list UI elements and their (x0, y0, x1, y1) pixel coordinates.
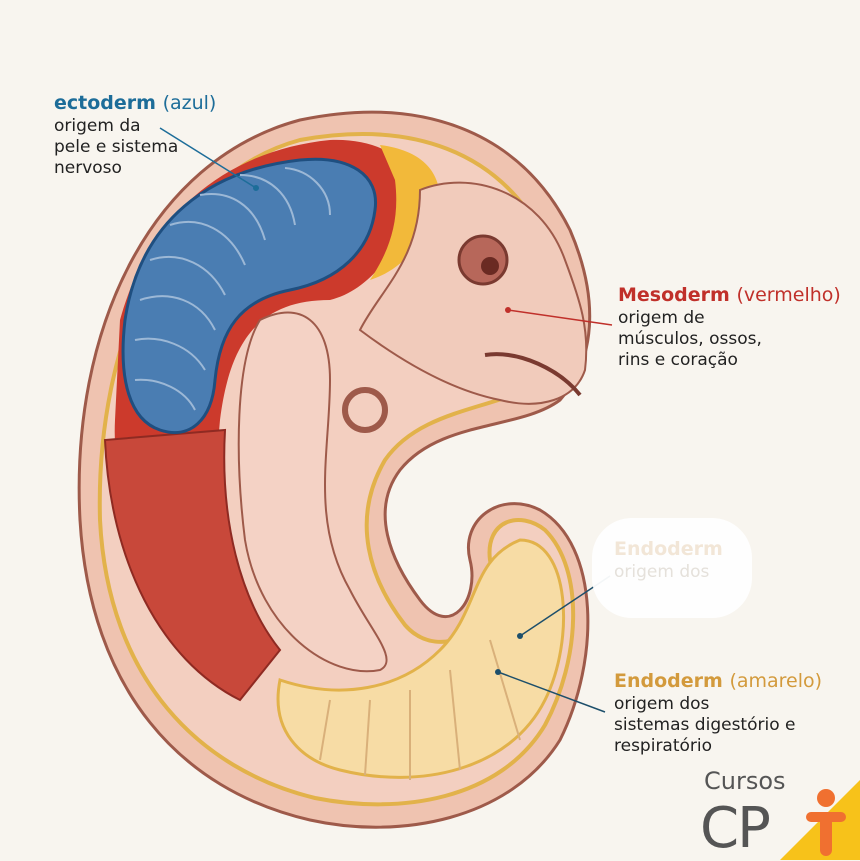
mesoderm-segments (103, 428, 282, 702)
endoderm-desc-line: origem dos (614, 693, 710, 714)
ectoderm-desc-line: origem da (54, 115, 141, 136)
ectoderm-neural-tube (121, 157, 378, 435)
ectoderm-color-name: (azul) (162, 92, 217, 114)
endoderm-folds (319, 639, 521, 780)
ectoderm-folds (134, 167, 331, 411)
logo-person-icon (806, 789, 846, 856)
endoderm-faded-title: Endoderm (614, 538, 723, 560)
mesoderm-name: Mesoderm (618, 284, 730, 306)
mesoderm-title: Mesoderm (vermelho) (618, 284, 841, 308)
endoderm-faded-desc: origem dos (614, 561, 710, 582)
ectoderm-name: ectoderm (54, 92, 156, 114)
mesoderm-desc-line: rins e coração (618, 350, 738, 371)
mesoderm-label: Mesoderm (vermelho) origem de músculos, … (618, 284, 841, 372)
logo-text-cp: CP (700, 796, 771, 861)
endoderm-color-name: (amarelo) (729, 670, 823, 692)
mesoderm-desc-line: músculos, ossos, (618, 329, 762, 349)
embryo-gut-tube (237, 311, 388, 673)
embryo-mouth (484, 352, 582, 397)
embryo-eye-pupil (481, 257, 499, 275)
embryo-eye (457, 234, 509, 286)
endoderm-faded-label: Endoderm origem dos (592, 518, 752, 618)
yellow-band-upper (370, 145, 440, 280)
ectoderm-desc-line: nervoso (54, 158, 122, 179)
embryo-head (358, 181, 588, 405)
endoderm-desc-line: respiratório (614, 736, 713, 757)
endoderm-title: Endoderm (amarelo) (614, 670, 822, 694)
endoderm-gut (276, 538, 566, 779)
endoderm-desc-line: sistemas digestório e (614, 715, 796, 735)
mesoderm-color-name: (vermelho) (736, 284, 841, 306)
ectoderm-desc-line: pele e sistema (54, 137, 179, 157)
endoderm-label: Endoderm (amarelo) origem dos sistemas d… (614, 670, 822, 758)
ectoderm-label: ectoderm (azul) origem da pele e sistema… (54, 92, 216, 180)
pointer-lines (159, 127, 613, 713)
endoderm-name: Endoderm (614, 670, 723, 692)
cursos-cpt-logo: Cursos CP (700, 768, 860, 860)
logo-text-cursos: Cursos (704, 767, 786, 795)
ectoderm-title: ectoderm (azul) (54, 92, 216, 116)
embryo-loop (342, 387, 388, 433)
mesoderm-desc-line: origem de (618, 307, 705, 328)
